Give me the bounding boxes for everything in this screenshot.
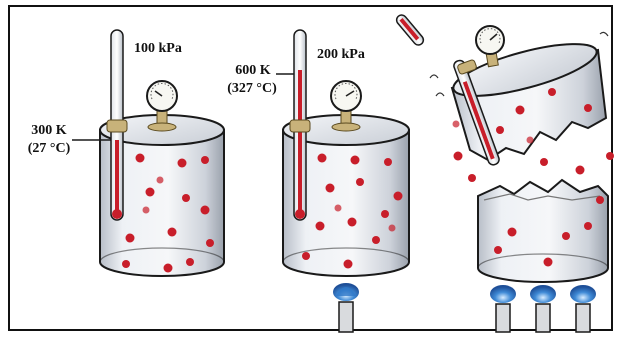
broken-thermometer-piece-icon [395, 13, 426, 47]
left-temperature-k-label: 300 K [20, 122, 78, 139]
middle-temperature-k-label: 600 K [222, 62, 284, 79]
middle-burner [333, 283, 359, 332]
left-pressure-label: 100 kPa [134, 40, 182, 57]
middle-temperature-c-label: (327 °C) [214, 80, 290, 97]
exploded-cylinder-top [430, 32, 608, 160]
exploded-cylinder-bottom [478, 180, 608, 282]
middle-pressure-label: 200 kPa [317, 46, 365, 63]
left-temperature-c-label: (27 °C) [16, 140, 82, 157]
right-burners [490, 285, 596, 332]
